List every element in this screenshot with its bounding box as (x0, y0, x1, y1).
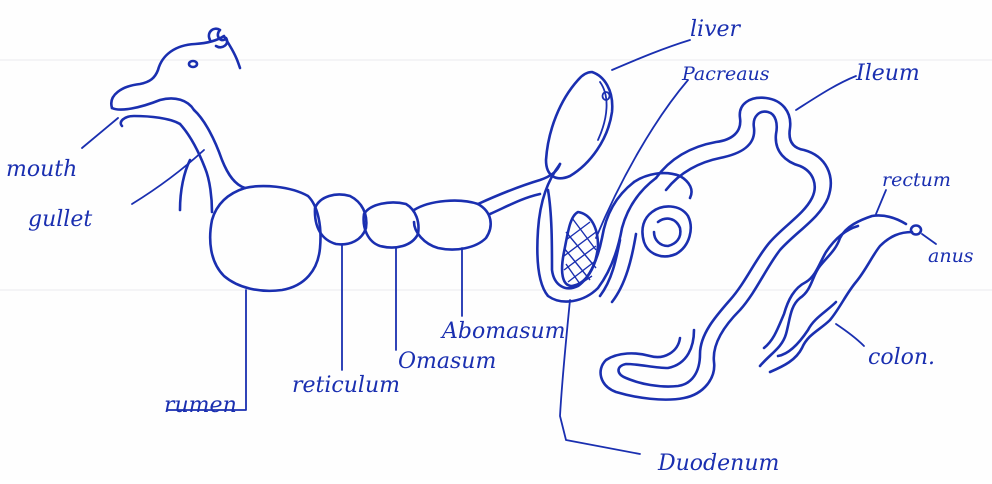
label-mouth: mouth (6, 157, 77, 182)
label-rectum: rectum (882, 169, 951, 191)
label-omasum: Omasum (398, 349, 496, 374)
label-abomasum: Abomasum (440, 319, 566, 344)
gullet-tube (180, 110, 245, 212)
omasum-shape (364, 202, 419, 247)
label-ileum: Ileum (855, 61, 920, 86)
label-reticulum: reticulum (292, 373, 400, 398)
label-gullet: gullet (28, 207, 92, 232)
rumen-shape (210, 186, 320, 291)
label-anus: anus (928, 245, 974, 267)
label-colon: colon. (868, 345, 935, 370)
liver-shape (546, 72, 612, 178)
head-shape (111, 29, 240, 126)
label-pancreas: Pacreaus (681, 63, 770, 85)
paper-rule-lines (0, 60, 992, 290)
label-liver: liver (690, 17, 742, 42)
label-rumen: rumen (164, 393, 237, 418)
ileum-coil (600, 98, 831, 400)
reticulum-shape (315, 195, 366, 245)
pancreas-shape (562, 212, 598, 286)
anus-marker (911, 226, 921, 235)
label-duodenum: Duodenum (657, 451, 779, 476)
